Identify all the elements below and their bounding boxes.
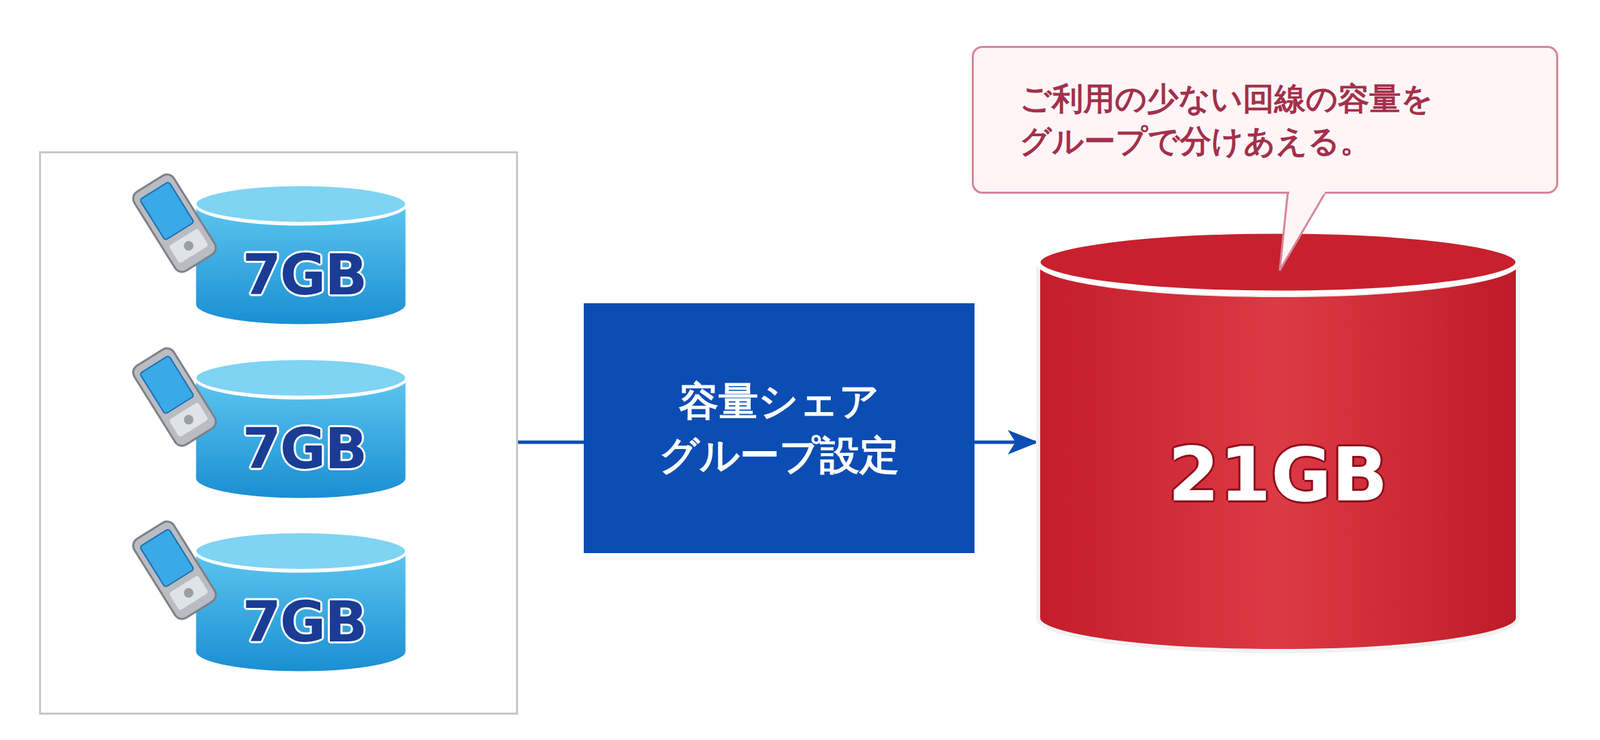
node-label: 7GB [242,589,367,655]
phone-body [130,171,219,275]
phone-icon [130,518,219,622]
phone-body [130,518,219,622]
cylinder-top [195,184,407,224]
cylinder-top [195,358,407,397]
callout-tail [1279,190,1327,271]
node-outline [971,45,1561,194]
connector [518,440,584,445]
cylinder-top [195,531,407,571]
node-label: ご利用の少ない回線の容量を グループで分けあえる。 [1019,77,1513,163]
data-cylinder: 7GB [193,183,408,327]
phone-icon [130,344,219,449]
phone-body [130,344,219,449]
speech-callout: ご利用の少ない回線の容量を グループで分けあえる。 [971,45,1561,194]
phone-keys [169,227,209,264]
phone-button [182,412,196,426]
connector [974,440,1036,445]
frame-border [40,152,518,714]
phone-keys [169,574,209,611]
phone-screen [139,355,194,415]
phone-button [182,238,196,252]
tail-join [1289,191,1325,195]
phone-button [182,585,196,599]
phone-icon [130,171,219,275]
phone-keys [169,401,209,438]
node-label: 7GB [242,416,367,482]
cylinder-top [1038,231,1518,293]
node-outline [583,303,975,553]
callout-border [972,47,1557,193]
shared-cylinder: 21GB [1035,229,1521,654]
node-label: 21GB [1168,431,1388,518]
node-label: 7GB [242,242,367,308]
phone-screen [139,528,194,588]
data-cylinder: 7GB [193,357,408,501]
node-label: 容量シェア グループ設定 [635,374,924,482]
cylinder-body [1038,262,1518,651]
data-cylinder: 7GB [193,530,408,674]
phone-screen [139,181,194,241]
group-frame: 7GB 7GB 7GB [39,151,519,715]
process-box: 容量シェア グループ設定 [583,303,975,553]
box-fill [583,303,975,553]
